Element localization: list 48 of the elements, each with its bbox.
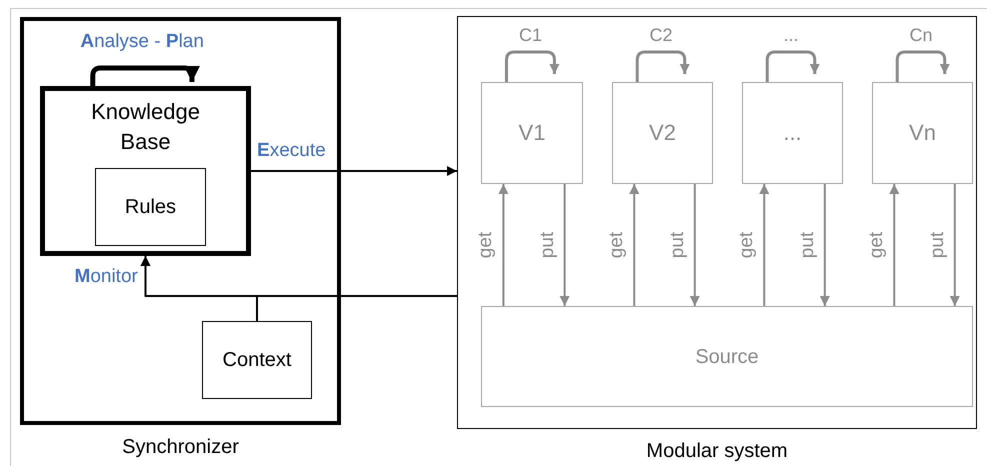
- node-text: Knowledge Base: [90, 98, 201, 156]
- arrow: [90, 66, 200, 86]
- process-box: [742, 82, 843, 184]
- edge-label: put: [798, 232, 818, 258]
- arrow: [498, 184, 508, 306]
- arrow: [896, 50, 950, 82]
- node-text: V2: [649, 119, 676, 147]
- edge-label: Monitor: [74, 267, 138, 287]
- process-box: [40, 86, 251, 256]
- node-text: Vn: [909, 119, 936, 147]
- edge-label: Cn: [909, 25, 932, 45]
- arrow: [690, 184, 700, 306]
- edge-label: get: [607, 232, 628, 258]
- edge-label: ...: [783, 25, 798, 45]
- arrow: [950, 184, 960, 306]
- process-box: [481, 82, 583, 184]
- edge-label: get: [737, 232, 758, 258]
- edge-label: Execute: [257, 141, 326, 161]
- edge-label: put: [538, 232, 558, 258]
- edge-label: C1: [518, 25, 542, 45]
- node-text: Context: [222, 348, 292, 373]
- edge-label: C2: [649, 25, 672, 45]
- arrow: [140, 256, 258, 321]
- edge-label: get: [867, 232, 888, 258]
- node-text: Source: [695, 344, 759, 370]
- edge-label: Analyse - Plan: [80, 32, 204, 52]
- node-text: ...: [783, 119, 802, 147]
- edge-label: put: [668, 232, 688, 258]
- arrow: [251, 166, 457, 176]
- node-text: V1: [518, 119, 546, 147]
- arrow: [820, 184, 830, 306]
- process-box: [481, 306, 973, 407]
- process-box: [202, 321, 312, 399]
- arrow: [759, 184, 770, 306]
- edge-label: put: [928, 232, 948, 258]
- panel-title: Synchronizer: [121, 435, 240, 459]
- arrow: [636, 50, 690, 82]
- process-box: [95, 168, 206, 246]
- process-box: [872, 82, 973, 184]
- arrow: [560, 184, 570, 306]
- arrow: [889, 184, 900, 306]
- process-box: [612, 82, 713, 184]
- arrow: [766, 50, 820, 82]
- edge-label: get: [476, 232, 497, 258]
- arrow: [505, 50, 560, 82]
- arrow: [629, 184, 640, 306]
- panel-title: Modular system: [645, 439, 789, 463]
- node-text: Rules: [124, 195, 176, 220]
